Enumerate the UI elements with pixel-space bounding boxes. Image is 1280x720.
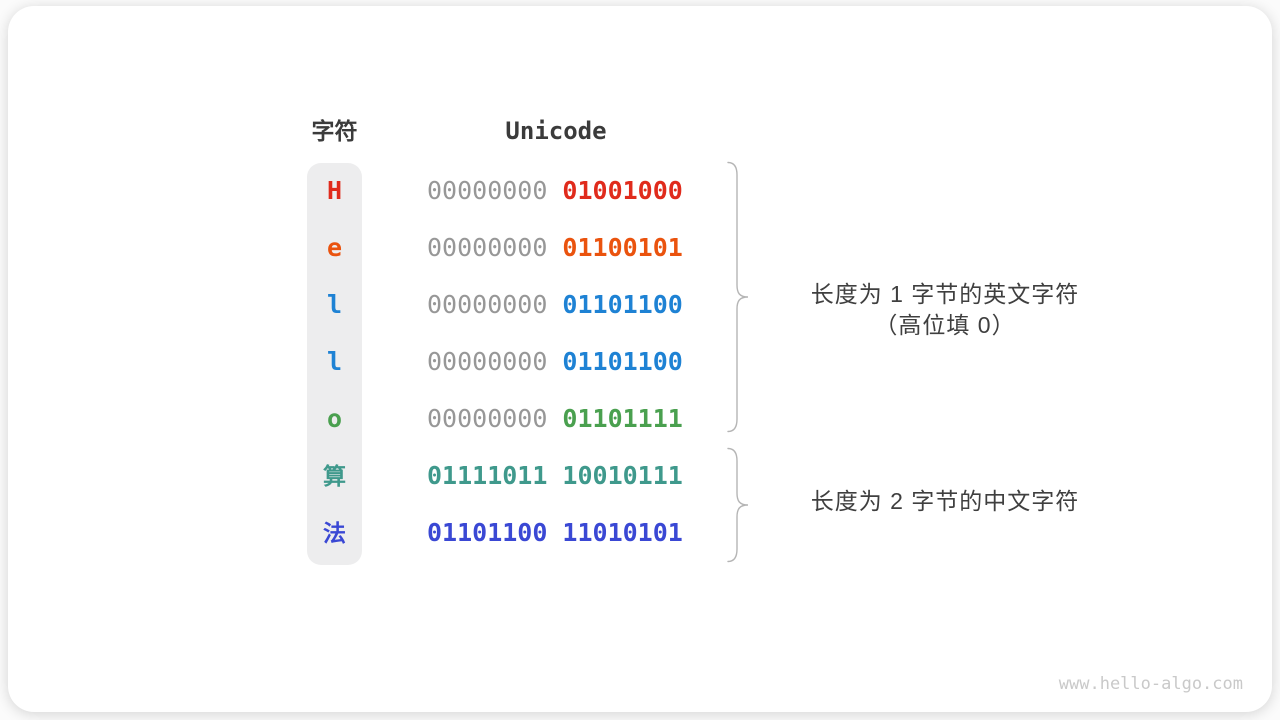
annotation-line: 长度为 2 字节的中文字符 [810, 488, 1080, 514]
unicode-binary: 00000000 01101100 [427, 289, 683, 321]
unicode-binary: 00000000 01101100 [427, 346, 683, 378]
annotation-english-chars: 长度为 1 字节的英文字符 （高位填 0） [760, 279, 1130, 341]
low-byte: 10010111 [562, 461, 683, 490]
character-cell: o [326, 404, 343, 433]
table-row: l 00000000 01101100 [307, 289, 747, 321]
table-row: 算 01111011 10010111 [307, 460, 747, 492]
high-byte: 00000000 [427, 347, 548, 376]
annotation-line: 长度为 1 字节的英文字符 [810, 281, 1080, 307]
watermark-url: www.hello-algo.com [1058, 674, 1243, 694]
low-byte: 01100101 [562, 233, 683, 262]
unicode-binary: 00000000 01001000 [427, 175, 683, 207]
character-column-background [307, 163, 362, 565]
diagram-card [8, 6, 1272, 712]
high-byte: 00000000 [427, 233, 548, 262]
high-byte: 00000000 [427, 404, 548, 433]
low-byte: 01101100 [562, 347, 683, 376]
column-header-unicode: Unicode [505, 117, 607, 145]
character-cell: 算 [323, 463, 346, 489]
table-row: e 00000000 01100101 [307, 232, 747, 264]
curly-brace-chinese-group [727, 447, 749, 563]
column-header-character: 字符 [311, 118, 358, 144]
table-row: o 00000000 01101111 [307, 403, 747, 435]
annotation-line: （高位填 0） [874, 312, 1016, 338]
table-row: H 00000000 01001000 [307, 175, 747, 207]
table-row: l 00000000 01101100 [307, 346, 747, 378]
character-cell: l [326, 347, 343, 376]
unicode-binary: 01111011 10010111 [427, 460, 683, 492]
high-byte: 01111011 [427, 461, 548, 490]
low-byte: 11010101 [562, 518, 683, 547]
character-cell: H [326, 176, 343, 205]
high-byte: 00000000 [427, 176, 548, 205]
table-row: 法 01101100 11010101 [307, 517, 747, 549]
character-cell: l [326, 290, 343, 319]
low-byte: 01001000 [562, 176, 683, 205]
unicode-binary: 00000000 01100101 [427, 232, 683, 264]
unicode-binary: 00000000 01101111 [427, 403, 683, 435]
low-byte: 01101100 [562, 290, 683, 319]
high-byte: 00000000 [427, 290, 548, 319]
curly-brace-english-group [727, 161, 749, 433]
low-byte: 01101111 [562, 404, 683, 433]
high-byte: 01101100 [427, 518, 548, 547]
unicode-binary: 01101100 11010101 [427, 517, 683, 549]
character-cell: e [326, 233, 343, 262]
annotation-chinese-chars: 长度为 2 字节的中文字符 [760, 486, 1130, 517]
character-cell: 法 [323, 520, 346, 546]
